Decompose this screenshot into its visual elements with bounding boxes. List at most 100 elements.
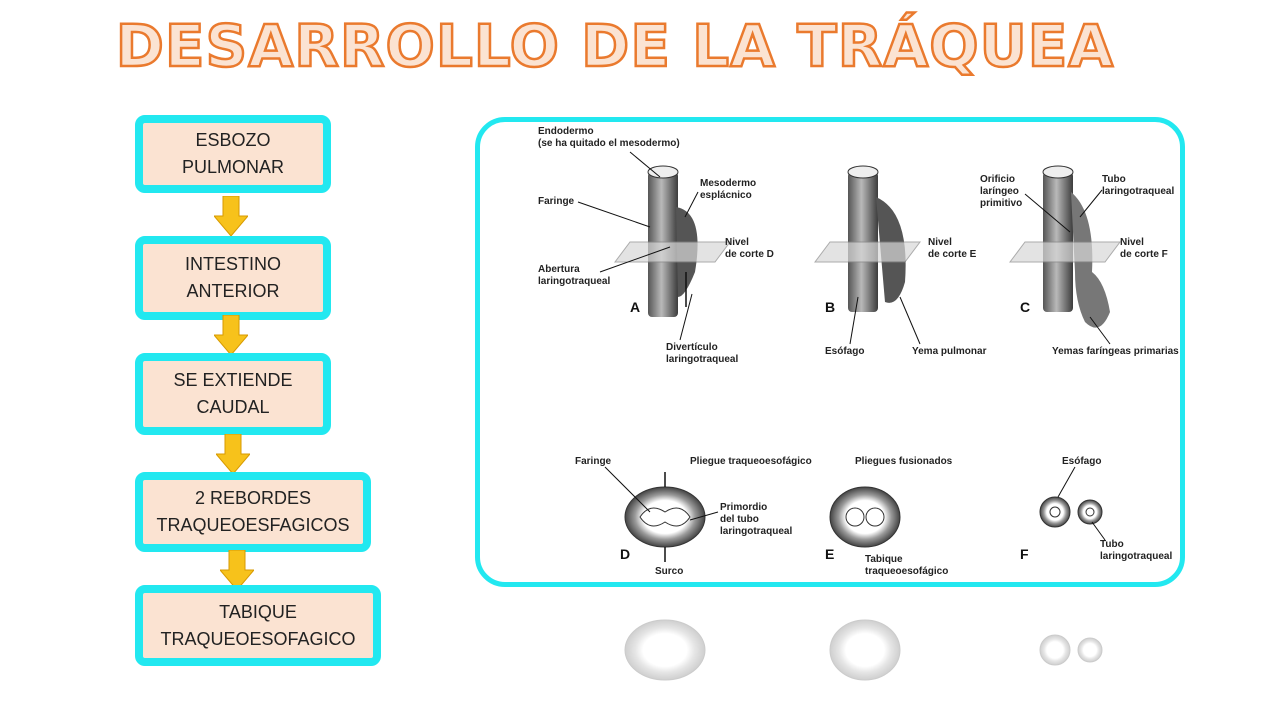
label-tabique: Tabique — [865, 554, 903, 565]
label-yema-pulmonar: Yema pulmonar — [912, 346, 987, 357]
label-d: D — [620, 546, 630, 562]
label-pliegues: Pliegues fusionados — [855, 456, 953, 467]
label-nivel: Nivel — [928, 237, 952, 248]
label-primordio: Primordio — [720, 502, 767, 513]
label-endodermo: Endodermo — [538, 126, 594, 137]
step-label: 2 REBORDES — [194, 488, 312, 508]
label-orificio-2: laríngeo — [980, 186, 1019, 197]
step-label: TRAQUEOESOFAGICO — [160, 628, 356, 649]
label-b: B — [825, 299, 835, 315]
pointer-line — [1079, 189, 1103, 218]
diagram-d: D Faringe Pliegue traqueoesofágico Primo… — [575, 456, 812, 577]
pointer-line — [577, 201, 651, 228]
lumen-shape — [639, 507, 691, 527]
label-f: F — [1020, 546, 1029, 562]
tube-opening — [1042, 165, 1074, 179]
step-se-extiende-caudal: SE EXTIENDE CAUDAL — [135, 353, 331, 435]
step-label: SE EXTIENDE — [173, 370, 293, 390]
tube-opening — [847, 165, 879, 179]
pointer-line — [689, 511, 719, 521]
down-arrow-icon — [214, 196, 248, 236]
reflection-shape — [829, 619, 901, 681]
step-label: PULMONAR — [181, 157, 284, 177]
label-nivel-2: de corte D — [725, 249, 774, 260]
diagram-e: E Pliegues fusionados Tabique traqueoeso… — [825, 456, 953, 577]
label-tubo: Tubo — [1102, 174, 1126, 185]
trachea-development-figure: A Endodermo (se ha quitado el mesodermo)… — [475, 117, 1185, 587]
label-tubo-2: laringotraqueal — [1102, 186, 1174, 197]
reflection-shape — [624, 619, 706, 681]
lumen-circle — [865, 507, 885, 527]
reflection-shape — [1039, 634, 1071, 666]
step-label: ANTERIOR — [186, 281, 280, 301]
label-abertura-2: laringotraqueal — [538, 276, 610, 287]
reflection-shape — [1077, 637, 1103, 663]
down-arrow-icon — [216, 434, 250, 474]
label-yemas: Yemas faríngeas primarias — [1052, 346, 1179, 357]
pointer-line — [599, 246, 671, 273]
step-label: TABIQUE — [219, 601, 297, 622]
cut-plane — [814, 241, 921, 263]
figure-drawing: A Endodermo (se ha quitado el mesodermo)… — [538, 126, 1179, 577]
lumen-circle — [1049, 506, 1061, 518]
label-nivel: Nivel — [725, 237, 749, 248]
pointer-line — [1024, 193, 1071, 233]
lumen-circle — [845, 507, 865, 527]
step-esbozo-pulmonar: ESBOZO PULMONAR — [135, 115, 331, 193]
label-abertura: Abertura — [538, 264, 580, 275]
label-a: A — [630, 299, 640, 315]
label-faringe: Faringe — [538, 196, 575, 207]
pointer-line — [1089, 316, 1111, 345]
step-2-rebordes: 2 REBORDES TRAQUEOESFAGICOS — [135, 472, 371, 552]
step-label: CAUDAL — [196, 397, 270, 417]
label-primordio-2: del tubo — [720, 514, 759, 525]
pointer-line — [849, 296, 859, 345]
label-surco: Surco — [655, 566, 683, 577]
fused-section — [829, 486, 901, 548]
step-label: INTESTINO — [184, 254, 281, 274]
label-diverticulo-2: laringotraqueal — [666, 354, 738, 365]
pointer-line — [1057, 466, 1076, 498]
label-orificio-3: primitivo — [980, 198, 1022, 209]
diagram-f: F Esófago Tubo laringotraqueal — [1020, 456, 1172, 562]
label-c: C — [1020, 299, 1030, 315]
label-orificio: Orificio — [980, 174, 1015, 185]
label-e: E — [825, 546, 834, 562]
step-label: TRAQUEOESFAGICOS — [156, 515, 350, 535]
label-nivel: Nivel — [1120, 237, 1144, 248]
pointer-line — [899, 296, 921, 345]
step-intestino-anterior: INTESTINO ANTERIOR — [135, 236, 331, 320]
tube-opening — [647, 165, 679, 179]
label-mesodermo: Mesodermo — [700, 178, 756, 189]
pointer-line — [1091, 521, 1106, 541]
pointer-line — [679, 293, 693, 341]
label-faringe: Faringe — [575, 456, 612, 467]
label-diverticulo: Divertículo — [666, 342, 718, 353]
diagram-a: A Endodermo (se ha quitado el mesodermo)… — [538, 126, 774, 365]
label-endodermo-note: (se ha quitado el mesodermo) — [538, 138, 680, 149]
label-mesodermo-2: esplácnico — [700, 190, 752, 201]
label-nivel-2: de corte F — [1120, 249, 1168, 260]
diagram-c: C Orificio laríngeo primitivo Tubo larin… — [980, 165, 1179, 357]
step-label: ESBOZO — [195, 130, 271, 150]
diagram-b: B Nivel de corte E Esófago Yema pulmonar — [814, 165, 987, 357]
pointer-line — [684, 191, 699, 218]
page-title: DESARROLLO DE LA TRÁQUEA — [115, 11, 1115, 82]
label-pliegue: Pliegue traqueoesofágico — [690, 456, 812, 467]
label-primordio-3: laringotraqueal — [720, 526, 792, 537]
down-arrow-icon — [214, 315, 248, 355]
down-arrow-icon — [220, 550, 254, 590]
lumen-circle — [1085, 507, 1095, 517]
label-nivel-2: de corte E — [928, 249, 977, 260]
cut-plane — [614, 241, 731, 263]
label-tubo-2: laringotraqueal — [1100, 551, 1172, 562]
label-tabique-2: traqueoesofágico — [865, 566, 948, 577]
reflection-drawing — [624, 619, 1103, 681]
label-tubo: Tubo — [1100, 539, 1124, 550]
label-esofago: Esófago — [825, 346, 864, 357]
label-esofago: Esófago — [1062, 456, 1101, 467]
pointer-line — [629, 151, 661, 178]
cut-plane — [1009, 241, 1121, 263]
pointer-line — [604, 466, 651, 513]
step-tabique: TABIQUE TRAQUEOESOFAGICO — [135, 585, 381, 666]
